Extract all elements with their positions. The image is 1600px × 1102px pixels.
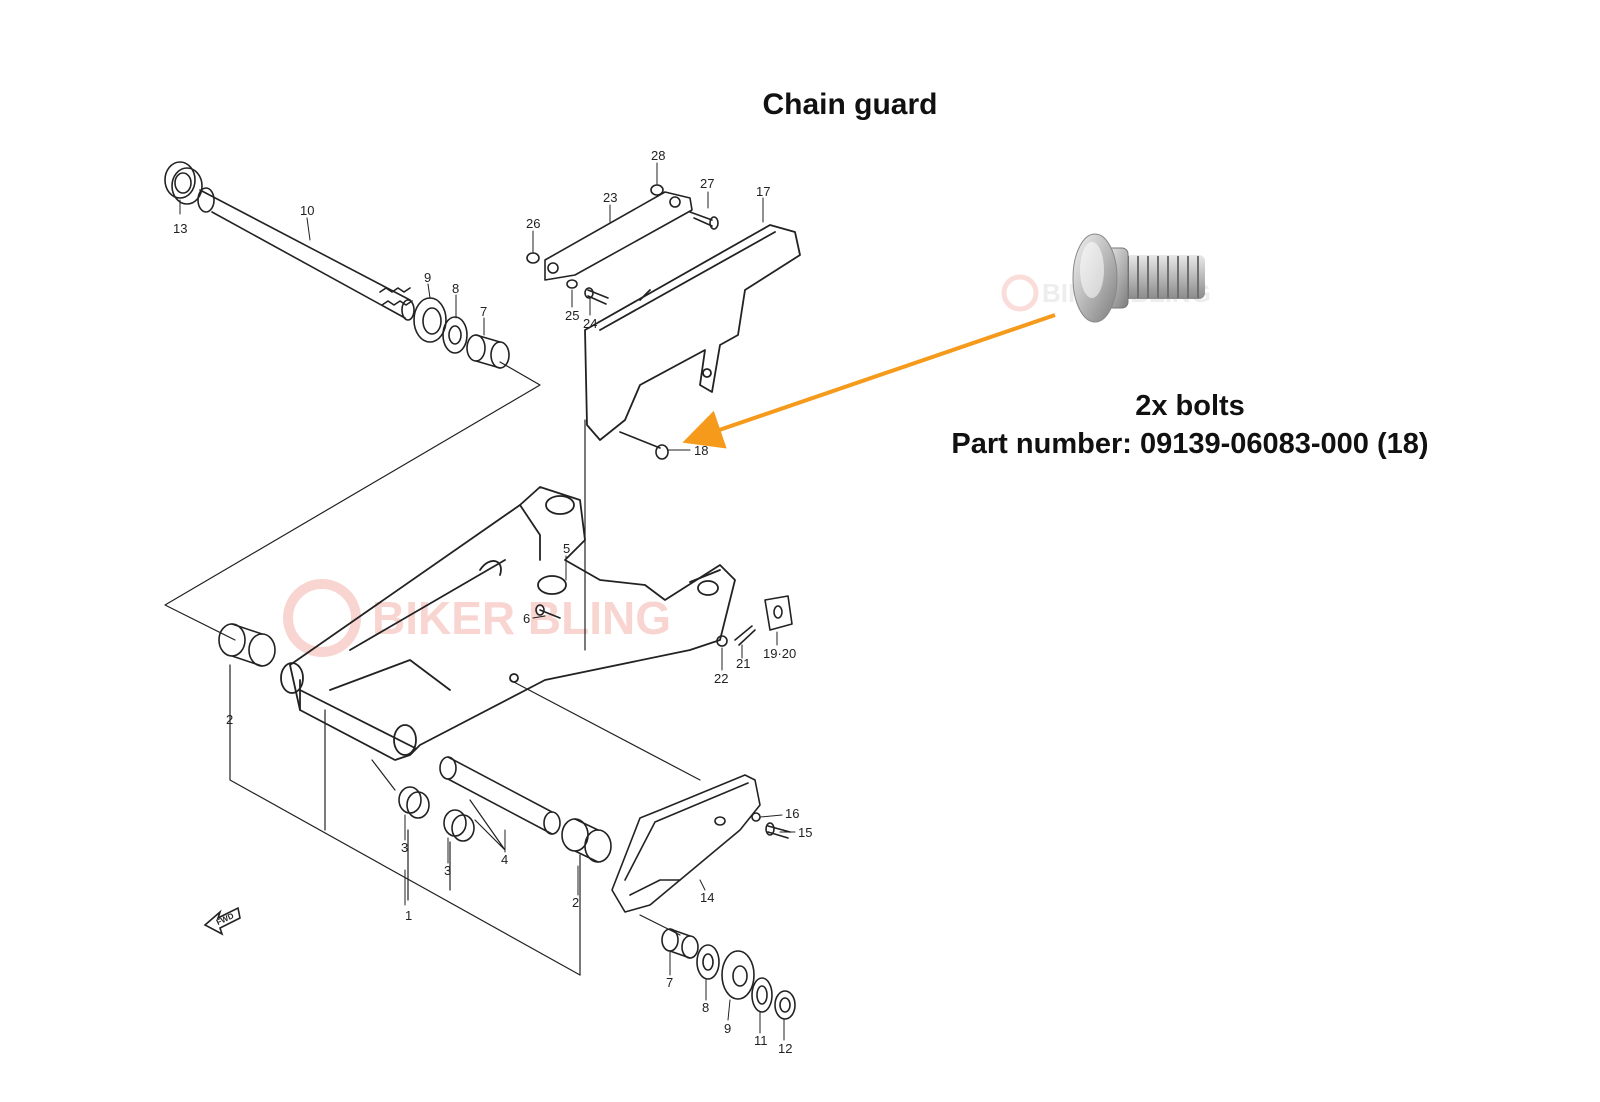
label-8-bottom: 8: [702, 1000, 709, 1015]
label-24: 24: [583, 316, 597, 331]
part-13-collar: [164, 161, 203, 205]
label-9-bottom: 9: [724, 1021, 731, 1036]
part-7-bushing: [466, 334, 510, 369]
part-22-washer: [716, 635, 728, 647]
callout-part-number: Part number: 09139-06083-000 (18): [951, 428, 1429, 460]
callout-bolt-count: 2x bolts: [1135, 390, 1245, 422]
part-21-bolt: [734, 625, 756, 646]
part-24-bolt: [584, 287, 609, 305]
leader-lines: [179, 162, 796, 1041]
part-2-bushing-left: [218, 623, 276, 667]
label-28: 28: [651, 148, 665, 163]
part-28-nut: [650, 184, 664, 196]
label-7-bottom: 7: [666, 975, 673, 990]
label-9-top: 9: [424, 270, 431, 285]
label-11: 11: [754, 1033, 768, 1048]
label-2a: 2: [226, 712, 233, 727]
part-number-labels: 1 2 2 3 3 4 5 6 7 7 8 8 9 9 10 11 12 13 …: [173, 148, 812, 1056]
fwd-direction-icon: FWD: [203, 906, 241, 936]
part-14-chain-buffer: [611, 774, 761, 913]
label-8-top: 8: [452, 281, 459, 296]
part-9-seal: [413, 297, 447, 343]
label-3b: 3: [444, 863, 451, 878]
watermark-logo-center: BIKER BLING: [283, 579, 671, 657]
label-18: 18: [694, 443, 708, 458]
part-4-spacer: [439, 756, 561, 835]
part-9-seal-bottom: [721, 950, 755, 1000]
part-17-chain-guard: [584, 224, 801, 441]
label-19-20: 19·20: [763, 646, 796, 661]
part-15-bolt: [765, 822, 791, 839]
part-23-stay: [544, 191, 693, 281]
part-25-washer: [566, 279, 578, 289]
label-3a: 3: [401, 840, 408, 855]
part-26-nut: [526, 252, 540, 264]
swingarm-body: [280, 486, 736, 761]
label-16: 16: [785, 806, 799, 821]
label-27: 27: [700, 176, 714, 191]
part-6-bolt: [535, 604, 561, 619]
part-10-pivot-shaft: [197, 187, 415, 321]
part-7-bushing-bottom: [661, 928, 699, 959]
part-3-bearing-b: [443, 809, 475, 842]
label-25: 25: [565, 308, 579, 323]
assembly-lines: [164, 361, 701, 976]
label-5: 5: [563, 541, 570, 556]
part-2-bushing-right: [561, 818, 612, 863]
label-21: 21: [736, 656, 750, 671]
label-22: 22: [714, 671, 728, 686]
label-14: 14: [700, 890, 714, 905]
part-18-bolt: [619, 431, 669, 460]
part-11-washer: [751, 977, 773, 1013]
part-3-bearing-a: [398, 786, 430, 819]
label-6: 6: [523, 611, 530, 626]
label-23: 23: [603, 190, 617, 205]
label-15: 15: [798, 825, 812, 840]
bolt-photo: [1072, 233, 1205, 323]
part-19-20-adjuster: [764, 595, 793, 631]
label-7-top: 7: [480, 304, 487, 319]
callout-arrow: [682, 313, 1056, 449]
label-26: 26: [526, 216, 540, 231]
part-8-washer: [442, 316, 468, 354]
svg-text:BIKER BLING: BIKER BLING: [372, 592, 671, 644]
label-13: 13: [173, 221, 187, 236]
part-27-bolt: [689, 211, 719, 230]
part-16-washer: [751, 812, 761, 822]
label-17: 17: [756, 184, 770, 199]
part-8-washer-bottom: [696, 944, 720, 980]
page-title: Chain guard: [762, 88, 938, 121]
label-2b: 2: [572, 895, 579, 910]
label-10: 10: [300, 203, 314, 218]
label-4: 4: [501, 852, 508, 867]
label-1: 1: [405, 908, 412, 923]
label-12: 12: [778, 1041, 792, 1056]
part-12-nut: [774, 990, 796, 1020]
